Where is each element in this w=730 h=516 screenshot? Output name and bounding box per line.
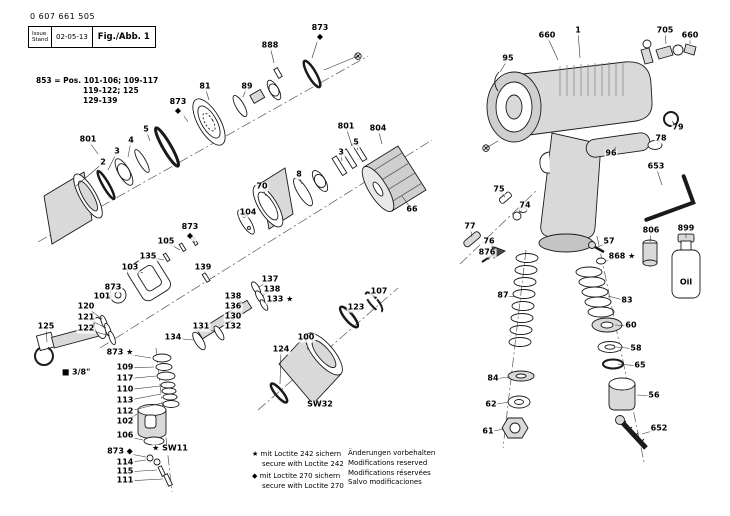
anvil-parts bbox=[34, 314, 116, 366]
diamond-symbol: ◆ bbox=[252, 472, 258, 481]
figure-label: Fig./Abb. 1 bbox=[97, 32, 150, 42]
legend-star-line-de: ★ mit Loctite 242 sichern bbox=[252, 449, 344, 459]
trigger-valve-parts bbox=[463, 191, 528, 263]
grip-parts-stack bbox=[501, 253, 539, 439]
note-853: 853 = Pos. 101-106; 109-117 119-122; 125… bbox=[36, 76, 158, 105]
modifications-note: Änderungen vorbehalten Modifications res… bbox=[348, 449, 435, 488]
note-853-line1: 853 = Pos. 101-106; 109-117 bbox=[36, 76, 159, 85]
allen-key bbox=[644, 174, 696, 222]
stand-label: Stand bbox=[32, 37, 48, 43]
legend-diamond-en: secure with Loctite 270 bbox=[262, 482, 344, 491]
oil-bottle bbox=[671, 249, 701, 299]
modifications-en: Modifications reserved bbox=[348, 458, 428, 467]
part-number: 0 607 661 505 bbox=[30, 12, 96, 21]
right-parts-stack bbox=[575, 241, 648, 450]
loctite-legend: ★ mit Loctite 242 sichern secure with Lo… bbox=[252, 449, 344, 492]
clutch-sleeve-axis bbox=[43, 59, 322, 245]
note-853-line3: 129-139 bbox=[83, 95, 118, 105]
issue-date: 02-05-13 bbox=[52, 27, 93, 47]
modifications-de: Änderungen vorbehalten bbox=[348, 449, 436, 457]
tool-body bbox=[486, 39, 654, 253]
legend-star-en: secure with Loctite 242 bbox=[262, 460, 344, 469]
legend-diamond-line-de: ◆ mit Loctite 270 sichern bbox=[252, 471, 344, 481]
socket-axis bbox=[269, 291, 384, 405]
hammer-column-parts bbox=[137, 353, 180, 487]
note-853-line2: 119-122; 125 bbox=[83, 85, 139, 95]
motor-axis bbox=[109, 141, 427, 351]
legend-star-de: mit Loctite 242 sichern bbox=[260, 450, 342, 458]
issue-stand-cell: Issue Stand bbox=[29, 27, 52, 47]
legend-diamond-de: mit Loctite 270 sichern bbox=[259, 472, 341, 481]
star-symbol: ★ bbox=[252, 450, 259, 458]
modifications-es: Salvo modificaciones bbox=[348, 478, 422, 487]
issue-label: Issue bbox=[32, 30, 47, 37]
inlet-fittings bbox=[655, 43, 697, 60]
modifications-fr: Modifications réservées bbox=[348, 468, 431, 477]
title-block: Issue Stand 02-05-13 Fig./Abb. 1 bbox=[28, 26, 156, 48]
